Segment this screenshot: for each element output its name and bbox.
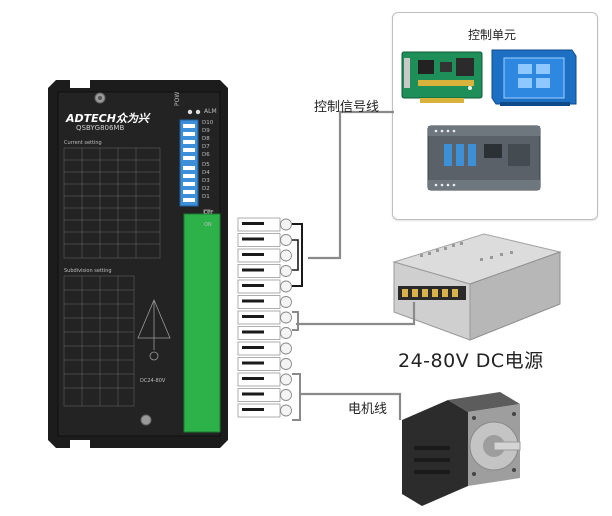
terminal-slot xyxy=(237,217,292,232)
off-label: OFF xyxy=(204,210,214,216)
driver-body-graphic xyxy=(48,80,228,448)
dip-label: D5 xyxy=(202,162,210,168)
dip-label-list: D10 D9 D8 D7 D6 D5 D4 D3 D2 D1 xyxy=(202,119,213,201)
control-signal-wire xyxy=(308,110,394,260)
motion-control-card-image xyxy=(401,51,483,103)
pow-label: POW xyxy=(174,91,181,106)
terminal-slot xyxy=(237,264,292,278)
motor-bracket-wire xyxy=(292,373,301,421)
motor-wire xyxy=(300,392,402,420)
dip-label: D1 xyxy=(202,194,210,200)
dip-label: D3 xyxy=(202,178,210,184)
terminal-slot xyxy=(237,372,292,387)
subdivision-setting-table xyxy=(63,275,135,407)
terminal-slot xyxy=(237,248,292,263)
power-bracket-wire xyxy=(292,311,299,331)
driver-model: QSBYG806MB xyxy=(76,124,125,132)
current-setting-heading: Current setting xyxy=(64,140,102,146)
control-unit-title: 控制单元 xyxy=(468,28,517,42)
motor-wiring-diagram xyxy=(137,298,171,361)
stepper-driver xyxy=(44,80,244,448)
power-supply-label: 24-80V DC电源 xyxy=(398,350,544,372)
terminal-slot xyxy=(237,295,292,309)
dip-label: D10 xyxy=(202,120,214,126)
dip-label: D7 xyxy=(202,144,210,150)
terminal-slot xyxy=(237,233,292,247)
terminal-slot xyxy=(237,357,292,371)
terminal-slot xyxy=(237,279,292,294)
plc-module-image xyxy=(427,125,541,191)
alm-label: ALM xyxy=(204,108,217,115)
signal-bracket-wire xyxy=(292,223,303,287)
terminal-slot xyxy=(237,310,292,325)
dip-label: D4 xyxy=(202,170,210,176)
current-setting-table xyxy=(63,147,161,259)
pow-led xyxy=(187,109,193,115)
hmi-controller-image xyxy=(491,49,577,106)
driver-brand: ADTECH众为兴 xyxy=(66,112,149,125)
on-label: ON xyxy=(204,222,212,228)
dip-label: D9 xyxy=(202,128,210,134)
control-signal-label: 控制信号线 xyxy=(314,100,380,115)
voltage-label: DC24-80V xyxy=(140,378,166,384)
alm-led xyxy=(195,109,201,115)
signal-bracket-wire xyxy=(292,239,299,271)
terminal-slot xyxy=(237,341,292,356)
terminal-connector-strip xyxy=(237,217,303,421)
terminal-slot xyxy=(237,326,292,340)
dip-switch-block[interactable] xyxy=(179,119,199,207)
green-terminal-block[interactable] xyxy=(183,213,221,433)
power-supply-image xyxy=(392,233,562,341)
dip-label: D6 xyxy=(202,152,210,158)
terminal-slot xyxy=(237,403,292,418)
terminal-slot xyxy=(237,388,292,402)
subdivision-setting-heading: Subdivision setting xyxy=(64,268,112,274)
dip-label: D2 xyxy=(202,186,210,192)
dip-label: D8 xyxy=(202,136,210,142)
motor-wire-label: 电机线 xyxy=(348,402,388,417)
stepper-motor-image xyxy=(402,392,521,506)
power-supply-wire xyxy=(296,302,416,326)
